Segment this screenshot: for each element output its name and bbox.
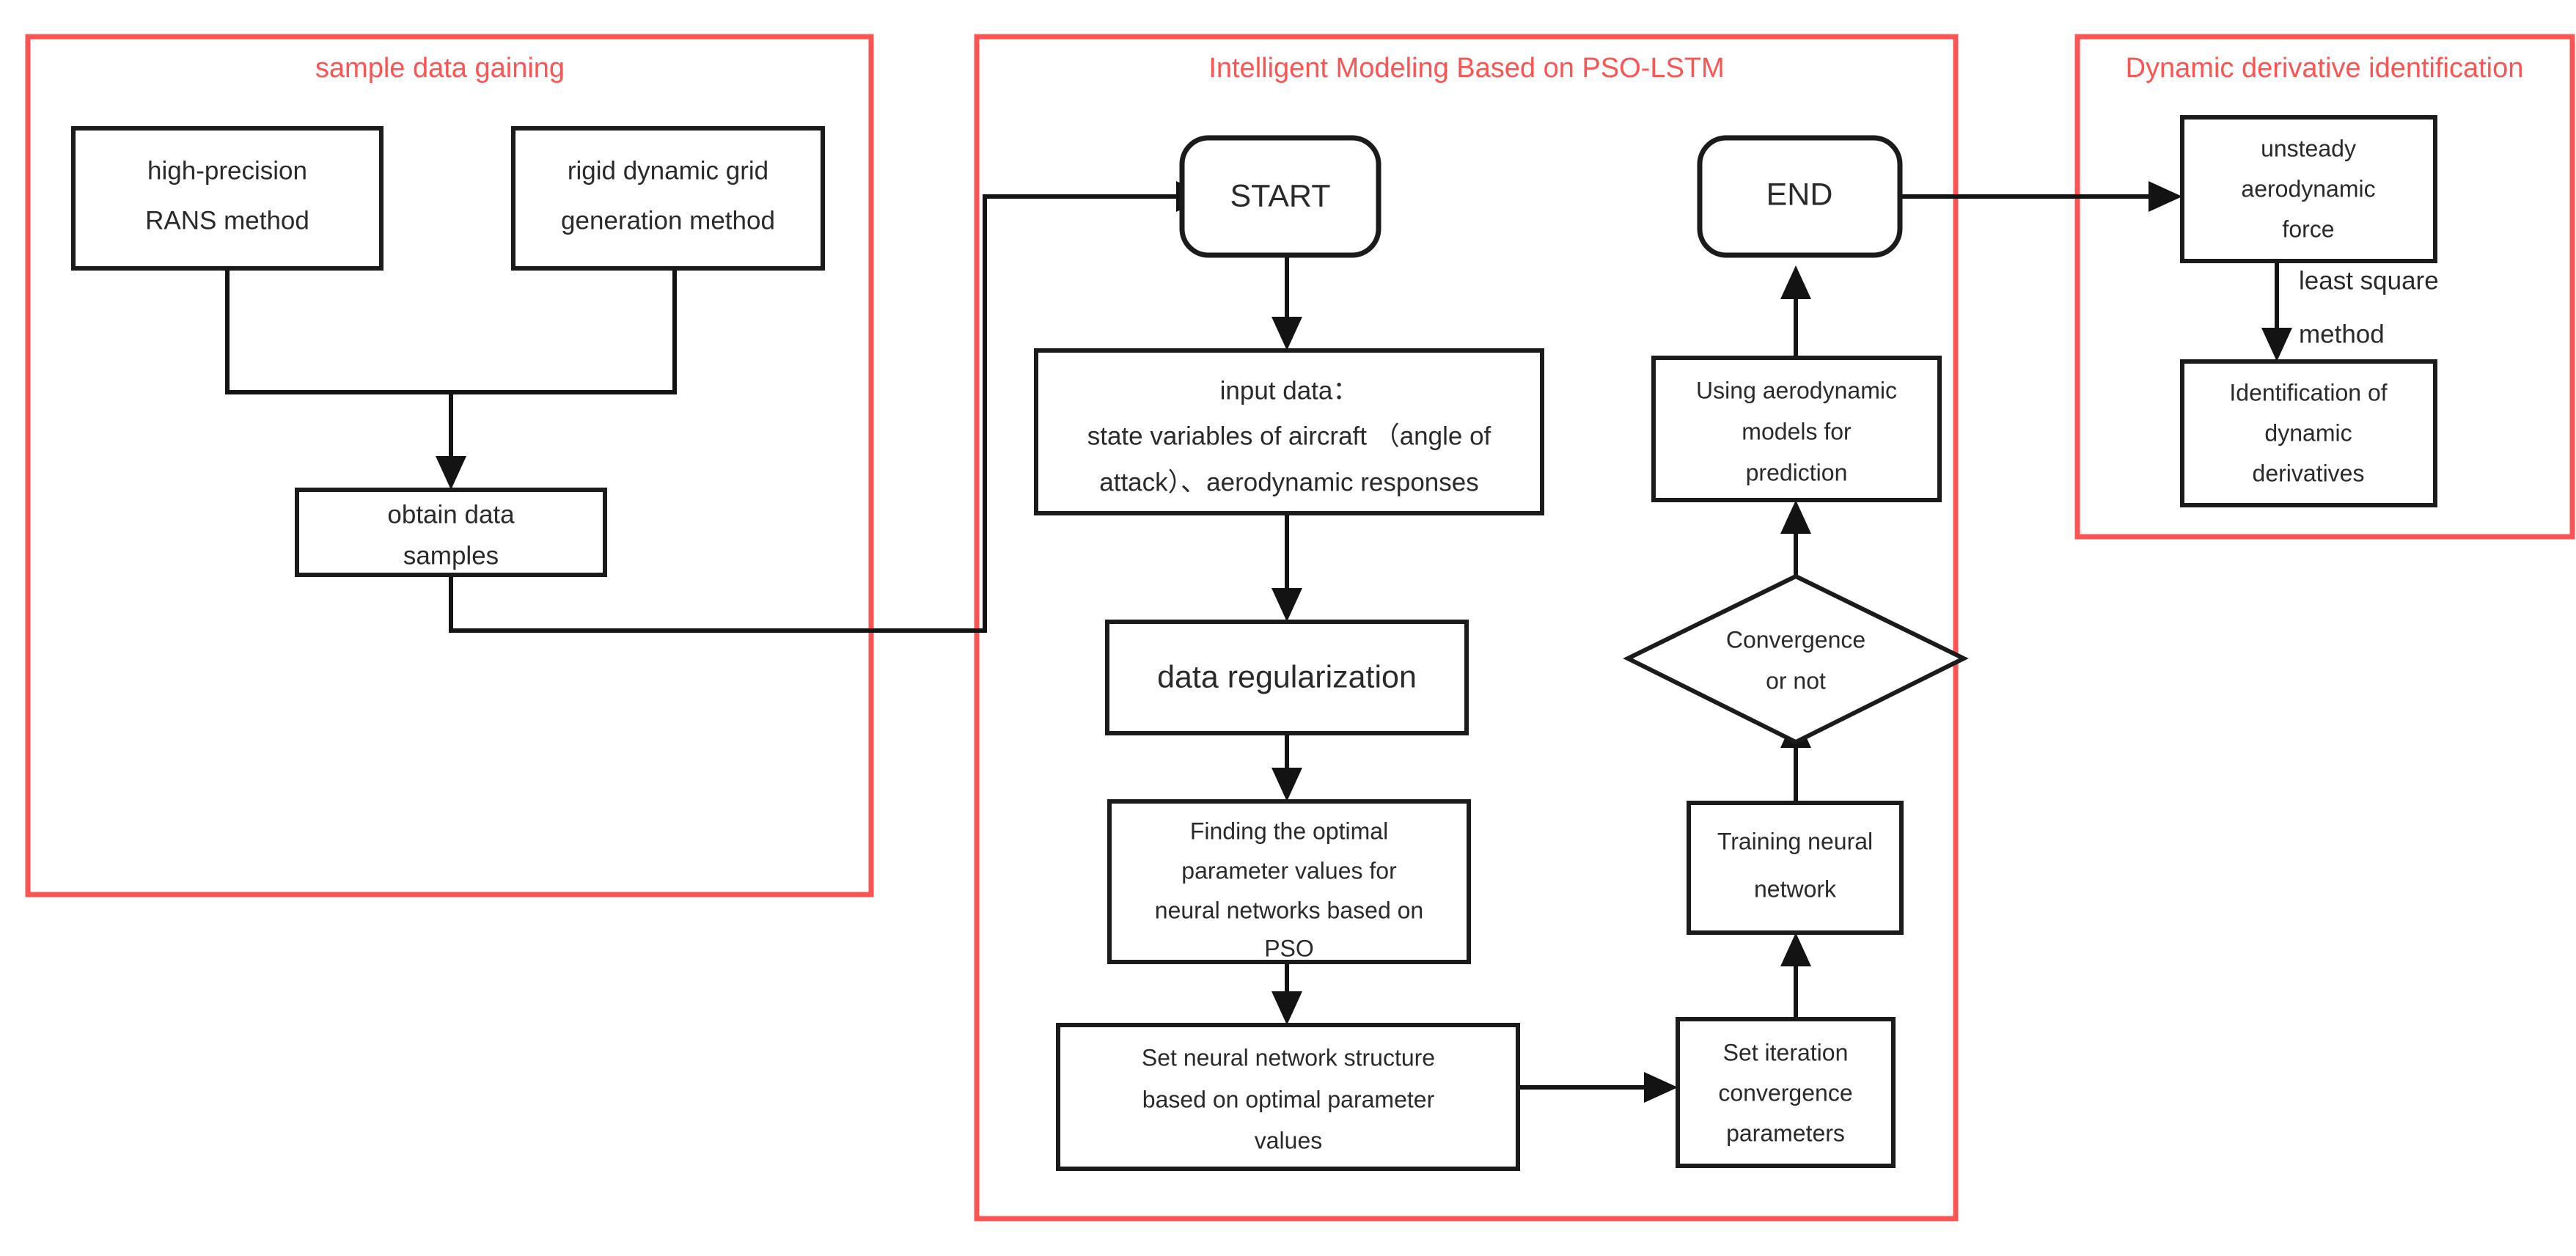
node-label-identification-line1: Identification of xyxy=(2229,379,2387,405)
arrowhead-setnn-to-setiter xyxy=(1644,1072,1678,1103)
node-high-precision-rans-method[interactable]: high-precision RANS method xyxy=(71,126,384,271)
panel-intelligent-modeling: Intelligent Modeling Based on PSO-LSTM xyxy=(974,34,1959,1222)
node-label-set-iteration-line2: convergence xyxy=(1718,1079,1852,1106)
node-box-obtain-data-samples[interactable] xyxy=(295,488,607,577)
node-set-iteration-convergence-parameters[interactable]: Set iteration convergence parameters xyxy=(1676,1017,1896,1168)
node-label-set-iteration-line3: parameters xyxy=(1726,1120,1845,1146)
node-label-finding-optimal-line1: Finding the optimal xyxy=(1190,818,1388,844)
node-label-convergence-line2: or not xyxy=(1766,667,1826,694)
node-box-input-data[interactable] xyxy=(1034,348,1544,515)
node-label-end: END xyxy=(1766,177,1833,212)
edge-label-method: method xyxy=(2299,320,2385,348)
node-label-rigid-dynamic-grid-line2: generation method xyxy=(561,206,775,235)
node-label-input-data-line3: attack）、aerodynamic responses xyxy=(1099,468,1478,496)
node-box-end[interactable] xyxy=(1697,135,1903,258)
connector-rans-to-junction xyxy=(225,268,451,394)
panel-border-dynamic-derivative-identification xyxy=(2074,34,2575,540)
node-label-input-data-line2: state variables of aircraft （angle of xyxy=(1087,422,1491,450)
arrowhead-start-to-input xyxy=(1272,317,1302,350)
node-label-finding-optimal-line4: PSO xyxy=(1264,935,1314,961)
node-rigid-dynamic-grid-generation-method[interactable]: rigid dynamic grid generation method xyxy=(511,126,825,271)
node-box-data-regularization[interactable] xyxy=(1105,620,1469,735)
node-label-input-data-line1: input data： xyxy=(1220,376,1359,405)
node-label-obtain-data-samples-line1: obtain data xyxy=(387,500,515,529)
node-box-start[interactable] xyxy=(1179,135,1381,258)
node-unsteady-aerodynamic-force[interactable]: unsteady aerodynamic force xyxy=(2180,115,2437,263)
node-shape-convergence-diamond[interactable] xyxy=(1623,573,1969,745)
panel-dynamic-derivative-identification: Dynamic derivative identification xyxy=(2074,34,2575,540)
node-box-high-precision-rans[interactable] xyxy=(71,126,384,271)
node-label-unsteady-force-line2: aerodynamic xyxy=(2241,175,2375,202)
node-label-finding-optimal-line2: parameter values for xyxy=(1181,857,1397,884)
node-data-regularization[interactable]: data regularization xyxy=(1105,620,1469,735)
node-label-set-nn-line1: Set neural network structure xyxy=(1142,1044,1435,1070)
node-label-training-nn-line1: Training neural xyxy=(1717,828,1873,854)
arrowhead-end-to-unsteady xyxy=(2148,181,2182,212)
node-label-convergence-line1: Convergence xyxy=(1726,626,1865,653)
arrowhead-using-to-end xyxy=(1780,265,1811,299)
arrowhead-setiter-to-training xyxy=(1780,933,1811,966)
node-set-neural-network-structure[interactable]: Set neural network structure based on op… xyxy=(1056,1023,1520,1171)
node-label-set-nn-line2: based on optimal parameter xyxy=(1142,1086,1435,1112)
node-label-data-regularization: data regularization xyxy=(1157,659,1417,694)
edge-label-least-square: least square xyxy=(2299,266,2439,295)
arrowhead-input-to-regularization xyxy=(1272,588,1302,622)
panel-border-sample-data-gaining xyxy=(25,34,874,897)
node-input-data[interactable]: input data： state variables of aircraft … xyxy=(1034,348,1544,515)
panel-title-intelligent-modeling: Intelligent Modeling Based on PSO-LSTM xyxy=(1208,53,1724,84)
node-box-unsteady-force[interactable] xyxy=(2180,115,2437,263)
node-convergence-or-not[interactable]: Convergence or not xyxy=(1623,573,1969,745)
node-label-finding-optimal-line3: neural networks based on xyxy=(1155,897,1423,923)
node-label-using-models-line2: models for xyxy=(1742,418,1852,444)
connector-grid-to-junction xyxy=(451,268,677,394)
node-label-training-nn-line2: network xyxy=(1754,875,1837,902)
node-label-set-iteration-line1: Set iteration xyxy=(1723,1039,1849,1065)
node-label-identification-line2: dynamic xyxy=(2264,419,2352,446)
node-box-rigid-dynamic-grid[interactable] xyxy=(511,126,825,271)
node-label-start: START xyxy=(1230,178,1331,213)
arrowhead-junction-to-obtain xyxy=(436,456,466,490)
arrowhead-convergence-to-using xyxy=(1780,500,1811,534)
node-end[interactable]: END xyxy=(1697,135,1903,258)
node-training-neural-network[interactable]: Training neural network xyxy=(1687,801,1904,935)
node-label-set-nn-line3: values xyxy=(1255,1127,1323,1153)
arrowhead-unsteady-to-identification xyxy=(2261,328,2292,361)
node-using-aerodynamic-models-for-prediction[interactable]: Using aerodynamic models for prediction xyxy=(1651,356,1942,502)
node-label-rigid-dynamic-grid-line1: rigid dynamic grid xyxy=(568,156,768,185)
node-label-unsteady-force-line3: force xyxy=(2282,216,2334,242)
node-label-using-models-line3: prediction xyxy=(1746,459,1848,485)
node-label-obtain-data-samples-line2: samples xyxy=(403,541,499,570)
panel-border-intelligent-modeling xyxy=(974,34,1959,1222)
panel-title-sample-data-gaining: sample data gaining xyxy=(315,53,565,84)
arrowhead-regularization-to-finding xyxy=(1272,768,1302,801)
panel-title-dynamic-derivative-identification: Dynamic derivative identification xyxy=(2126,53,2524,84)
node-label-unsteady-force-line1: unsteady xyxy=(2261,135,2356,161)
node-box-training-nn[interactable] xyxy=(1687,801,1904,935)
node-box-identification[interactable] xyxy=(2180,359,2437,507)
node-box-using-models[interactable] xyxy=(1651,356,1942,502)
node-start[interactable]: START xyxy=(1179,135,1381,258)
node-box-finding-optimal[interactable] xyxy=(1107,799,1471,964)
node-label-high-precision-rans-line2: RANS method xyxy=(145,206,309,235)
node-obtain-data-samples[interactable]: obtain data samples xyxy=(295,488,607,577)
arrowhead-finding-to-setnn xyxy=(1272,991,1302,1025)
node-label-identification-line3: derivatives xyxy=(2253,460,2365,486)
node-box-set-nn-structure[interactable] xyxy=(1056,1023,1520,1171)
node-box-set-iteration[interactable] xyxy=(1676,1017,1896,1168)
node-label-high-precision-rans-line1: high-precision xyxy=(147,156,307,185)
node-label-using-models-line1: Using aerodynamic xyxy=(1696,377,1897,403)
node-finding-optimal-parameters[interactable]: Finding the optimal parameter values for… xyxy=(1107,799,1471,964)
panel-sample-data-gaining: sample data gaining xyxy=(25,34,874,897)
node-identification-of-dynamic-derivatives[interactable]: Identification of dynamic derivatives xyxy=(2180,359,2437,507)
connector-obtain-to-start xyxy=(449,194,1182,633)
